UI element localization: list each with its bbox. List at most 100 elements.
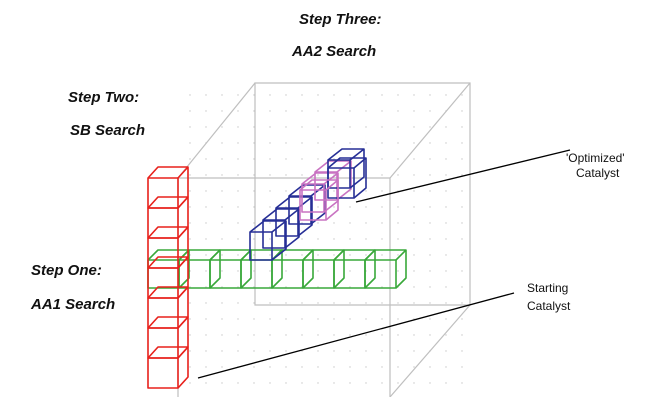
- cube-dot: [381, 350, 383, 352]
- cube-dot: [301, 254, 303, 256]
- cube-dot: [237, 254, 239, 256]
- cube-dot: [189, 366, 191, 368]
- cube-dot: [221, 142, 223, 144]
- cube-dot: [205, 174, 207, 176]
- cube-dot: [461, 318, 463, 320]
- cube-dot: [397, 270, 399, 272]
- cube-dot: [445, 158, 447, 160]
- cube-dot: [461, 270, 463, 272]
- search-space-cube: [177, 82, 471, 397]
- cube-dot: [285, 142, 287, 144]
- cube-dot: [445, 126, 447, 128]
- cube-dot: [237, 318, 239, 320]
- cube-dot: [221, 158, 223, 160]
- cube-dot: [317, 94, 319, 96]
- cube-dot: [429, 286, 431, 288]
- cube-dot: [269, 222, 271, 224]
- cube-dot: [317, 142, 319, 144]
- cube-dot: [269, 382, 271, 384]
- cube-dot: [317, 302, 319, 304]
- cube-dot: [445, 350, 447, 352]
- cube-dot: [205, 158, 207, 160]
- cube-dot: [253, 174, 255, 176]
- cube-dot: [285, 126, 287, 128]
- cube-dot: [253, 206, 255, 208]
- cube-dot: [445, 94, 447, 96]
- cube-dot: [317, 222, 319, 224]
- cube-dot: [365, 94, 367, 96]
- cube-dot: [349, 302, 351, 304]
- cube-dot: [349, 366, 351, 368]
- cube-dot: [365, 126, 367, 128]
- cube-dot: [205, 254, 207, 256]
- cube-dot: [253, 334, 255, 336]
- cube-dot: [189, 238, 191, 240]
- cube-dot: [397, 174, 399, 176]
- cube-dot: [253, 366, 255, 368]
- cube-dot: [413, 94, 415, 96]
- cube-dot: [221, 190, 223, 192]
- cube-dot: [301, 302, 303, 304]
- cube-dot: [221, 366, 223, 368]
- cube-dot: [365, 238, 367, 240]
- cube-dot: [445, 382, 447, 384]
- cube-dot: [397, 142, 399, 144]
- cube-dot: [269, 270, 271, 272]
- cube-dot: [205, 366, 207, 368]
- cube-dot: [317, 126, 319, 128]
- cube-dot: [253, 254, 255, 256]
- cube-dot: [221, 318, 223, 320]
- cube-dot: [269, 350, 271, 352]
- cube-dot: [269, 334, 271, 336]
- cube-dot: [445, 366, 447, 368]
- cube-dot-pattern: [189, 94, 463, 384]
- cube-dot: [285, 254, 287, 256]
- cube-dot: [285, 158, 287, 160]
- cube-dot: [397, 318, 399, 320]
- cube-dot: [461, 110, 463, 112]
- cube-dot: [381, 302, 383, 304]
- cube-dot: [413, 382, 415, 384]
- sb-cube: [364, 249, 407, 289]
- cube-dot: [461, 222, 463, 224]
- cube-dot: [253, 382, 255, 384]
- cube-dot: [253, 302, 255, 304]
- step-three-subtitle: AA2 Search: [291, 43, 376, 60]
- aa2-cube: [262, 208, 300, 249]
- cube-dot: [445, 142, 447, 144]
- cube-dot: [333, 318, 335, 320]
- cube-dot: [221, 334, 223, 336]
- cube-dot: [189, 222, 191, 224]
- cube-dot: [317, 366, 319, 368]
- cube-dot: [349, 222, 351, 224]
- sb-search-row: [147, 249, 407, 289]
- cube-dot: [349, 238, 351, 240]
- cube-dot: [221, 270, 223, 272]
- cube-dot: [221, 126, 223, 128]
- cube-dot: [349, 110, 351, 112]
- cube-dot: [381, 174, 383, 176]
- cube-dot: [429, 190, 431, 192]
- cube-dot: [333, 126, 335, 128]
- cube-dot: [253, 238, 255, 240]
- cube-dot: [237, 238, 239, 240]
- cube-dot: [205, 318, 207, 320]
- cube-dot: [381, 110, 383, 112]
- cube-dot: [205, 270, 207, 272]
- cube-dot: [461, 350, 463, 352]
- cube-dot: [413, 222, 415, 224]
- step-two-title: Step Two:: [68, 89, 139, 106]
- cube-dot: [461, 190, 463, 192]
- cube-dot: [349, 318, 351, 320]
- cube-dot: [269, 366, 271, 368]
- cube-dot: [237, 94, 239, 96]
- cube-dot: [237, 158, 239, 160]
- cube-dot: [253, 110, 255, 112]
- cube-dot: [301, 366, 303, 368]
- cube-dot: [365, 206, 367, 208]
- cube-dot: [461, 158, 463, 160]
- cube-dot: [301, 158, 303, 160]
- cube-dot: [269, 190, 271, 192]
- cube-dot: [429, 126, 431, 128]
